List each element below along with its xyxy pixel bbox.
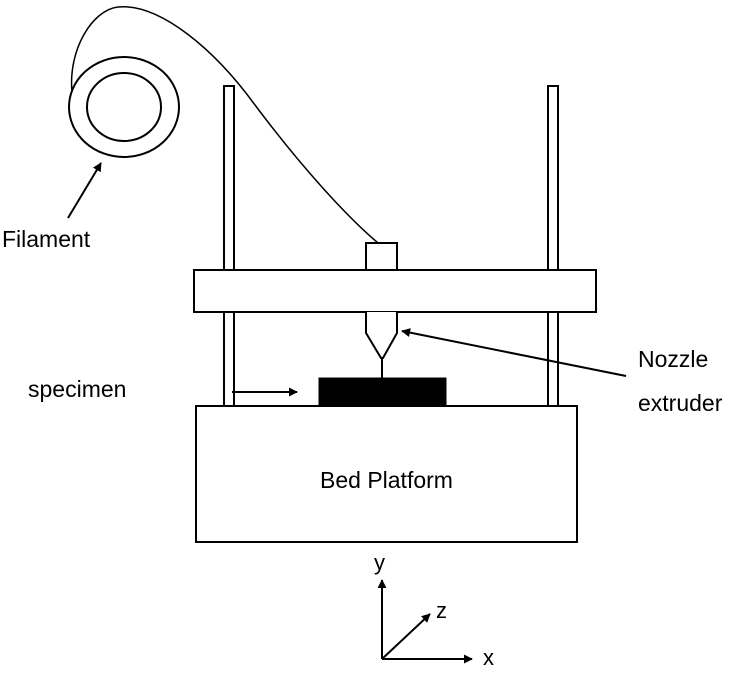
right-rod (547, 85, 559, 408)
nozzle-label-line2: extruder (638, 390, 723, 416)
y-axis-label: y (374, 550, 385, 575)
bed-platform-label: Bed Platform (320, 467, 453, 493)
bed-platform (195, 405, 578, 543)
z-axis-label: z (436, 598, 447, 623)
filament-strand (70, 6, 379, 244)
left-rod (223, 85, 235, 408)
filament-label: Filament (2, 226, 91, 252)
feed-block (365, 242, 398, 271)
specimen-block (318, 377, 447, 407)
nozzle (365, 312, 398, 359)
filament-arrow (67, 162, 102, 219)
coordinate-axes: y z x (374, 550, 494, 670)
x-axis-label: x (483, 645, 494, 670)
nozzle-arrow (401, 328, 627, 377)
z-axis-arrow (381, 613, 431, 660)
filament-spool (68, 56, 180, 158)
specimen-label: specimen (28, 376, 126, 402)
nozzle-label-line1: Nozzle (638, 346, 708, 372)
gantry-bar (193, 269, 597, 313)
